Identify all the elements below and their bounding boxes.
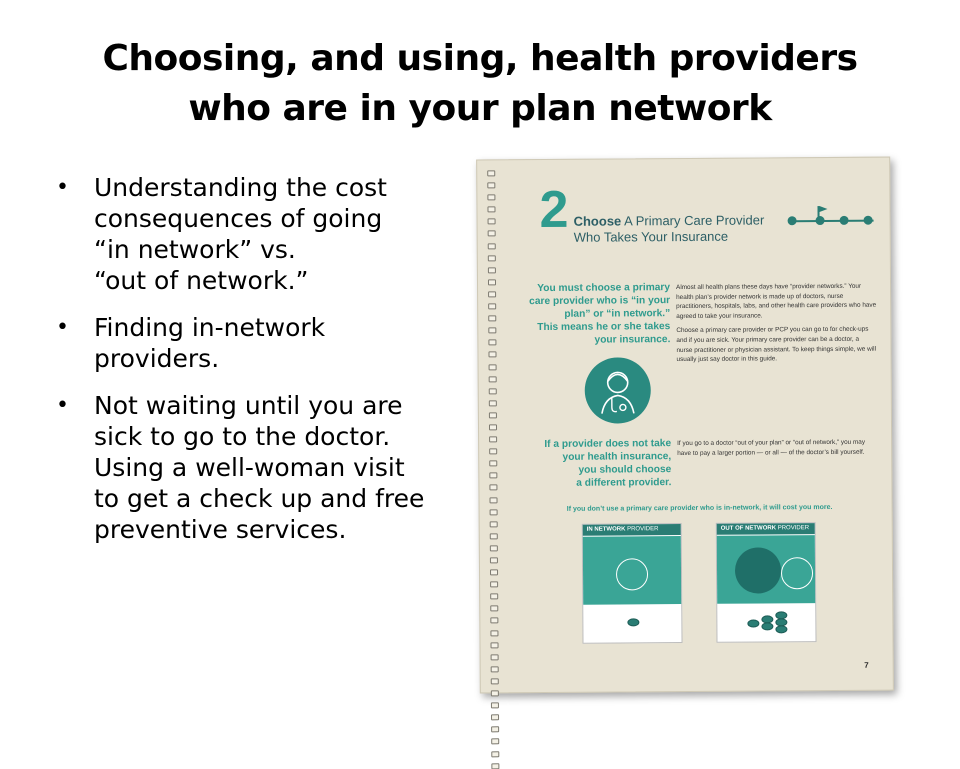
dark-circle-icon xyxy=(734,547,782,594)
spiral-ring-icon xyxy=(491,738,500,745)
out-of-network-card: OUT OF NETWORK PROVIDER xyxy=(715,522,817,643)
chapter-title-line-2: Who Takes Your Insurance xyxy=(573,228,729,245)
spiral-ring-icon xyxy=(488,424,498,431)
doctor-icon xyxy=(584,357,651,424)
in-network-card: IN NETWORK PROVIDER xyxy=(581,523,683,644)
spiral-ring-icon xyxy=(489,496,498,503)
spiral-ring-icon xyxy=(491,750,500,757)
spiral-ring-icon xyxy=(488,339,497,346)
spiral-ring-icon xyxy=(490,593,499,600)
bullet-line: Finding in-network xyxy=(94,313,326,342)
spiral-ring-icon xyxy=(488,315,497,322)
bullet-line: “out of network.” xyxy=(94,266,309,295)
spiral-ring-icon xyxy=(490,569,499,576)
chapter-title: Choose A Primary Care Provider Who Takes… xyxy=(574,212,765,245)
spiral-ring-icon xyxy=(489,508,498,515)
chapter-number: 2 xyxy=(539,180,569,240)
spiral-ring-icon xyxy=(490,581,499,588)
spiral-ring-icon xyxy=(489,484,498,491)
spiral-ring-icon xyxy=(488,400,497,407)
spiral-ring-icon xyxy=(487,279,497,286)
coin-icon xyxy=(627,618,640,627)
bullet-line: Understanding the cost xyxy=(94,173,387,202)
spiral-ring-icon xyxy=(491,726,500,733)
bullet-icon: • xyxy=(56,175,69,200)
out-of-network-card-header: OUT OF NETWORK PROVIDER xyxy=(716,523,815,535)
bullet-line: providers. xyxy=(94,344,220,373)
spiral-ring-icon xyxy=(491,762,500,769)
doctor-icon xyxy=(780,557,814,590)
spiral-ring-icon xyxy=(487,242,496,249)
spiral-ring-icon xyxy=(488,303,497,310)
chapter-title-bold: Choose xyxy=(573,213,622,229)
bullet-line: Using a well-woman visit xyxy=(94,453,405,482)
spiral-binding xyxy=(487,170,501,769)
spiral-ring-icon xyxy=(489,448,498,455)
spiral-ring-icon xyxy=(489,557,498,564)
lead-text-different-provider: If a provider does not take your health … xyxy=(544,438,672,489)
bullet-line: consequences of going xyxy=(94,204,383,233)
chapter-title-rest: A Primary Care Provider xyxy=(621,212,765,229)
bullet-line: preventive services. xyxy=(94,515,347,544)
spiral-ring-icon xyxy=(487,267,496,274)
spiral-ring-icon xyxy=(489,533,498,540)
bullet-line: Not waiting until you are xyxy=(94,391,403,420)
spiral-ring-icon xyxy=(487,230,496,237)
bullet-item: • Not waiting until you are sick to go t… xyxy=(52,390,462,545)
spiral-ring-icon xyxy=(487,218,496,225)
lead-text-in-plan: You must choose a primary care provider … xyxy=(529,282,671,346)
spiral-ring-icon xyxy=(490,617,499,624)
spiral-ring-icon xyxy=(489,472,498,479)
spiral-ring-icon xyxy=(489,545,498,552)
spiral-ring-icon xyxy=(490,629,499,636)
slide-title-line-2: who are in your plan network xyxy=(188,88,772,129)
spiral-ring-icon xyxy=(488,327,497,334)
spiral-ring-icon xyxy=(489,436,498,443)
booklet-page-image: 2 Choose A Primary Care Provider Who Tak… xyxy=(476,156,894,769)
spiral-ring-icon xyxy=(488,363,497,370)
bullet-item: • Understanding the cost consequences of… xyxy=(52,172,462,296)
spiral-ring-icon xyxy=(488,291,497,298)
spiral-ring-icon xyxy=(488,351,497,358)
spiral-ring-icon xyxy=(487,206,496,213)
bullet-item: • Finding in-network providers. xyxy=(52,312,462,374)
bullet-list: • Understanding the cost consequences of… xyxy=(52,172,462,561)
spiral-ring-icon xyxy=(490,690,499,697)
coin-icon xyxy=(761,622,774,631)
summary-line: If you don’t use a primary care provider… xyxy=(566,503,833,513)
spiral-ring-icon xyxy=(488,375,497,382)
in-network-panel xyxy=(582,536,682,605)
page-number: 7 xyxy=(864,660,869,670)
progress-path-icon xyxy=(787,206,877,231)
spiral-ring-icon xyxy=(487,194,496,201)
coin-icon xyxy=(747,619,760,628)
spiral-ring-icon xyxy=(490,678,499,685)
spiral-ring-icon xyxy=(488,388,497,395)
out-of-network-panel xyxy=(716,535,816,604)
spiral-ring-icon xyxy=(489,521,498,528)
bullet-icon: • xyxy=(56,315,69,340)
doctor-icon xyxy=(615,558,649,591)
coin-icon xyxy=(775,625,788,634)
spiral-ring-icon xyxy=(490,605,499,612)
spiral-ring-icon xyxy=(487,254,496,262)
spiral-ring-icon xyxy=(490,654,499,661)
spiral-ring-icon xyxy=(487,170,496,177)
spiral-ring-icon xyxy=(488,412,497,419)
body-text-out-of-network: If you go to a doctor “out of your plan”… xyxy=(677,438,866,457)
in-network-card-header: IN NETWORK PROVIDER xyxy=(582,524,681,536)
bullet-icon: • xyxy=(56,393,69,418)
bullet-line: sick to go to the doctor. xyxy=(94,422,391,451)
bullet-line: “in network” vs. xyxy=(94,235,296,264)
spiral-ring-icon xyxy=(487,182,496,189)
slide-title-line-1: Choosing, and using, health providers xyxy=(102,38,858,79)
spiral-ring-icon xyxy=(490,702,499,709)
spiral-ring-icon xyxy=(490,641,499,649)
body-text-networks: Almost all health plans these days have … xyxy=(676,282,877,364)
spiral-ring-icon xyxy=(489,460,498,467)
bullet-line: to get a check up and free xyxy=(94,484,425,513)
slide-title: Choosing, and using, health providers wh… xyxy=(40,34,920,134)
spiral-ring-icon xyxy=(490,666,499,673)
